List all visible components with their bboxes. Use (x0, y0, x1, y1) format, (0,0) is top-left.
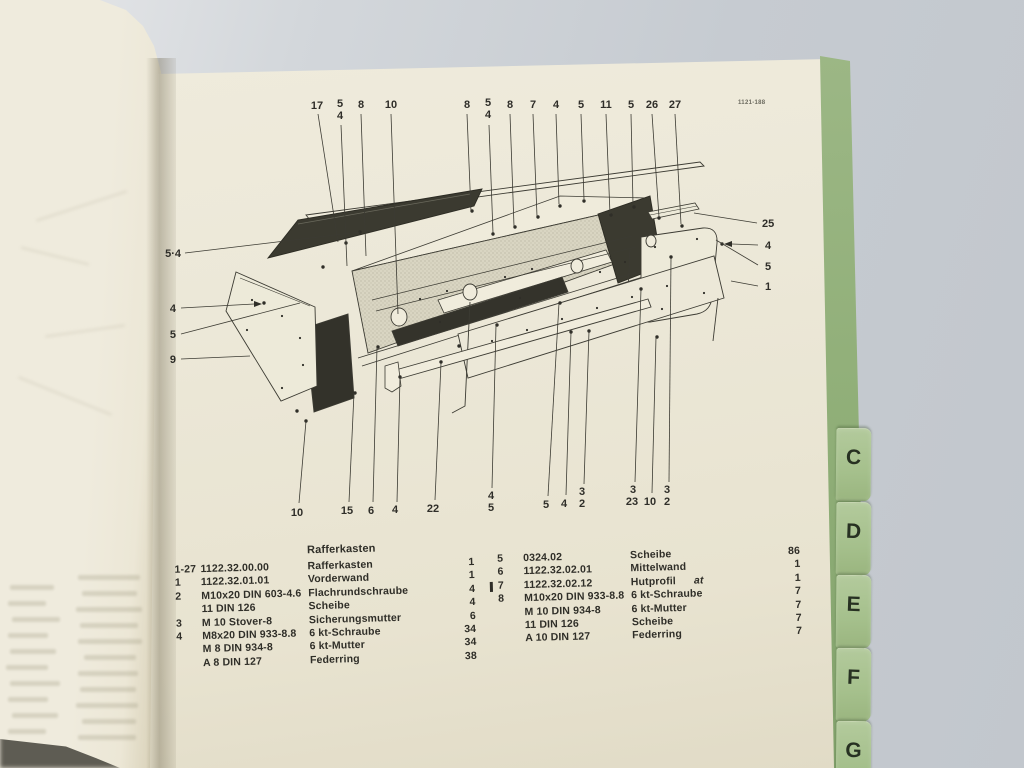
callout-label: 1 (765, 281, 771, 293)
callout-label: 27 (669, 99, 681, 111)
callout-label: 10 (644, 496, 656, 508)
callout-label: 5·4 (165, 248, 182, 260)
bleed-through-line (45, 324, 125, 338)
callout-label: 5 (485, 97, 491, 109)
diagram-parts (225, 161, 725, 414)
hole (645, 234, 657, 248)
callout-label: 10 (385, 99, 397, 111)
callout-label: 4 (765, 240, 772, 252)
callout-label: 8 (507, 99, 513, 111)
callout-label: 26 (646, 99, 658, 111)
hole (570, 258, 584, 274)
bleed-through-line (20, 246, 90, 266)
part-dark-strip (266, 188, 483, 259)
callout-label: 4 (392, 504, 399, 516)
callout-label: 22 (427, 503, 439, 515)
callout-label: 5 (543, 499, 549, 511)
callout-label: 5 (337, 98, 343, 110)
handwritten-note: at (693, 574, 704, 587)
callout-label: 8 (358, 99, 364, 111)
left-page (0, 0, 166, 768)
part-inner-slot (437, 249, 613, 314)
callout-label: 17 (311, 100, 323, 112)
bolt-dots (245, 199, 724, 423)
tab-letter: G (844, 738, 863, 763)
callout-label: 6 (368, 505, 374, 517)
callout-label: 5 (488, 502, 494, 514)
index-tab-e: E (835, 574, 872, 649)
exploded-diagram: 17 5 4 8 10 8 5 4 8 7 4 5 11 5 26 27 5·4… (165, 97, 774, 519)
index-tab-f: F (835, 647, 872, 722)
callout-label: 3 (579, 486, 585, 498)
callout-label: 4 (561, 498, 568, 510)
callout-label: 10 (291, 507, 303, 519)
callout-label: 9 (170, 354, 176, 366)
callout-label: 4 (553, 99, 560, 111)
bleed-through-line (36, 190, 127, 222)
revision-mark (489, 581, 493, 592)
callout-label: 5 (765, 261, 771, 273)
index-tab-c: C (835, 427, 872, 502)
part-left-end-panel (225, 271, 318, 402)
tab-letter: C (845, 445, 862, 470)
callout-label: 4 (337, 110, 344, 122)
callout-label: 7 (530, 99, 536, 111)
index-tab-d: D (835, 501, 872, 576)
callout-label: 3 (630, 484, 636, 496)
part-channel-rail (647, 202, 700, 220)
callout-label: 3 (664, 484, 670, 496)
callout-label: 15 (341, 505, 353, 517)
callout-label: 4 (485, 109, 492, 121)
callout-label: 11 (600, 99, 612, 111)
callout-label: 4 (488, 490, 495, 502)
tab-letter: D (845, 519, 862, 544)
callout-label: 2 (579, 498, 585, 510)
hole (390, 307, 408, 327)
tab-letter: E (846, 592, 862, 617)
callout-label: 5 (578, 99, 584, 111)
figure-number: 1121-188 (738, 100, 766, 106)
part-rail-bracket (384, 361, 402, 393)
bleed-through-line (18, 376, 112, 416)
leader-arrowheads (254, 241, 732, 307)
hole (462, 283, 478, 301)
callout-label: 4 (170, 303, 177, 315)
callout-label: 25 (762, 218, 774, 230)
part-lower-dark-strip (391, 276, 569, 347)
callout-label: 5 (628, 99, 634, 111)
callout-label: 2 (664, 496, 670, 508)
callout-label: 8 (464, 99, 470, 111)
tab-letter: F (846, 665, 861, 690)
callout-label: 5 (170, 329, 176, 341)
index-tab-g: G (835, 720, 872, 768)
leader-lines (180, 113, 759, 504)
callout-labels: 17 5 4 8 10 8 5 4 8 7 4 5 11 5 26 27 5·4… (165, 97, 774, 519)
callout-label: 23 (626, 496, 638, 508)
page-gutter-shadow (146, 58, 176, 768)
